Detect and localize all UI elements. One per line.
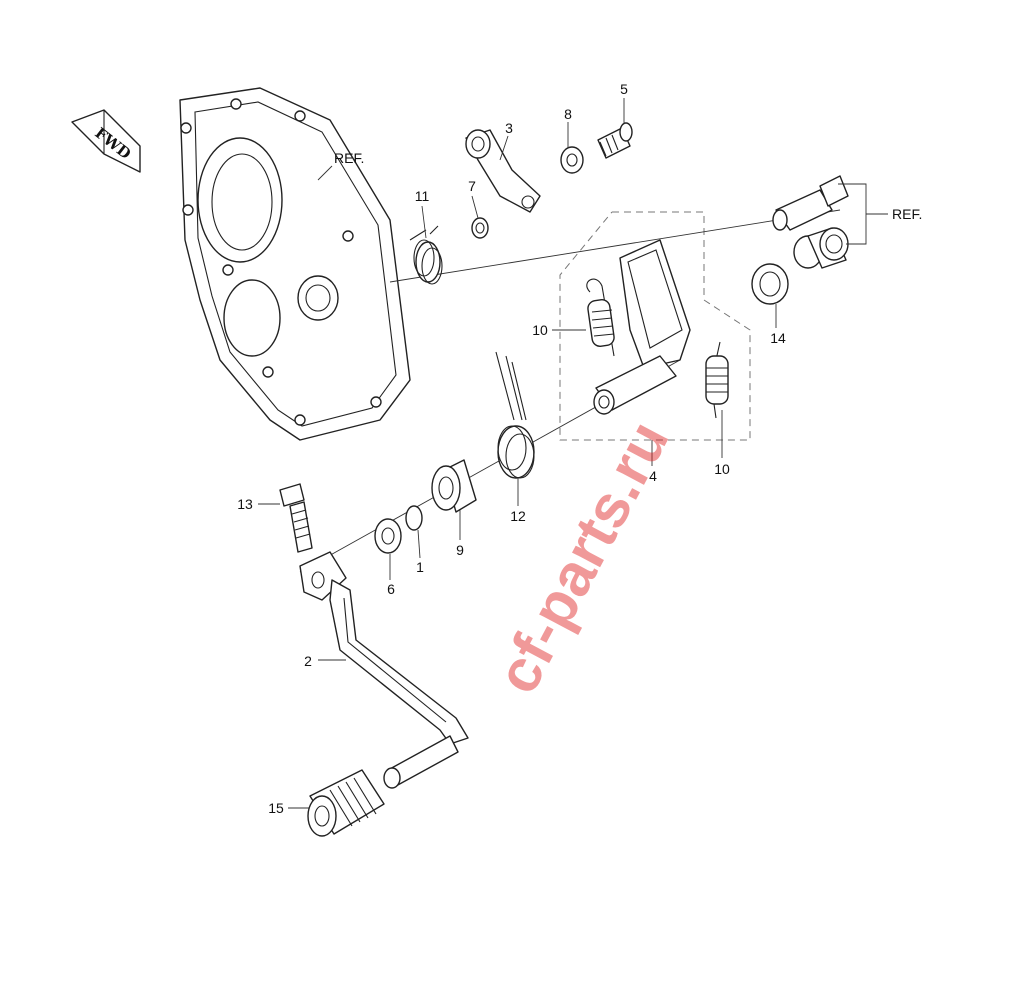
part-9-collar [431, 459, 477, 513]
part-10-spring-right [705, 341, 729, 419]
part-6-washer [374, 518, 402, 554]
part-10-spring-left [586, 278, 615, 357]
callout-14: 14 [770, 330, 786, 346]
part-11-spring [409, 225, 443, 285]
callout-10-right: 10 [714, 461, 730, 477]
callout-6: 6 [387, 581, 395, 597]
callout-13: 13 [237, 496, 253, 512]
crankcase-cover [179, 87, 411, 441]
ref-pin [772, 175, 849, 231]
part-5-bolt [597, 122, 633, 159]
part-8-washer [560, 146, 584, 174]
callout-15: 15 [268, 800, 284, 816]
ref-label-cover: REF. [334, 150, 364, 166]
part-15-pedal-rubber [307, 769, 385, 837]
assembly-boundary [559, 211, 751, 441]
callout-2: 2 [304, 653, 312, 669]
part-13-bolt [279, 483, 313, 553]
leader-lines [258, 98, 888, 809]
callout-3: 3 [505, 120, 513, 136]
callout-7: 7 [468, 178, 476, 194]
part-3-stopper-arm [465, 129, 541, 213]
part-2-shift-pedal [299, 551, 469, 789]
callout-4: 4 [649, 468, 657, 484]
ref-needle-bearing [793, 227, 849, 269]
part-7-washer [471, 217, 489, 239]
callout-1: 1 [416, 559, 424, 575]
callout-11: 11 [415, 188, 430, 204]
callout-9: 9 [456, 542, 464, 558]
callout-5: 5 [620, 81, 628, 97]
ref-label-pin: REF. [892, 206, 922, 222]
part-1-circlip [405, 505, 423, 531]
fwd-arrow-icon: FWD [71, 109, 141, 173]
callout-8: 8 [564, 106, 572, 122]
part-14-oil-seal [751, 263, 789, 305]
callout-12: 12 [510, 508, 526, 524]
part-4-shift-shaft [593, 239, 691, 415]
part-12-torsion-spring [495, 351, 535, 479]
callout-10-left: 10 [532, 322, 548, 338]
